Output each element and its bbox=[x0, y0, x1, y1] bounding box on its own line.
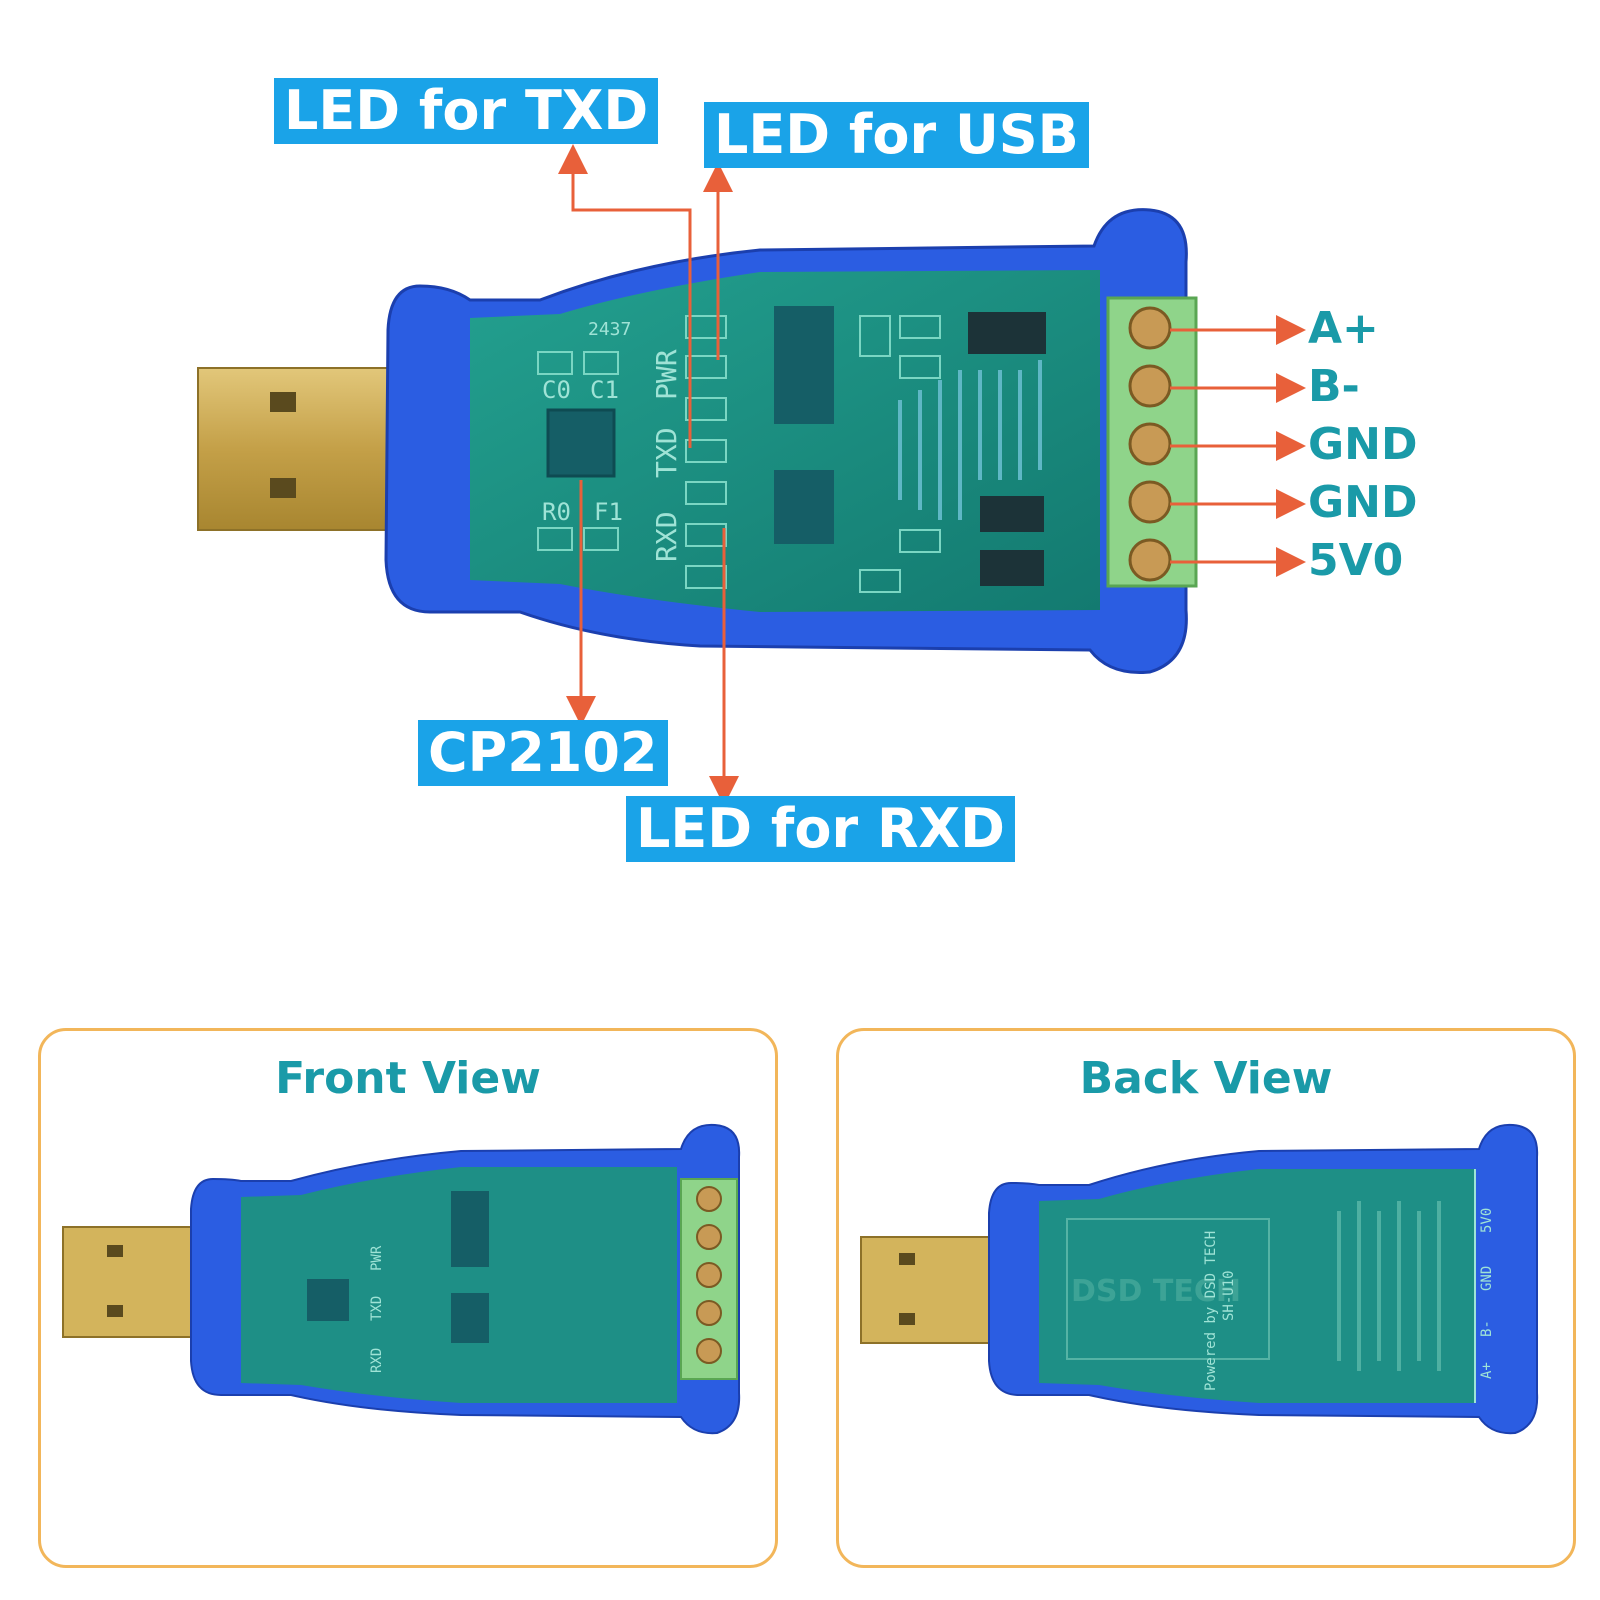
silk-pwr: PWR bbox=[650, 349, 683, 400]
back-view-title: Back View bbox=[1079, 1053, 1333, 1104]
silk-txd: TXD bbox=[650, 427, 683, 478]
arrow-txd bbox=[558, 144, 692, 448]
pin-label-gnd-1: GND bbox=[1308, 419, 1418, 470]
inductor bbox=[968, 312, 1046, 354]
front-view-panel: Front View PWR TXD RXD bbox=[38, 1028, 778, 1568]
pin-label-gnd-2: GND bbox=[1308, 477, 1418, 528]
ic-lower bbox=[774, 470, 834, 544]
pcb-board bbox=[470, 270, 1100, 612]
callout-arrows bbox=[558, 144, 1306, 806]
silk-c0: C0 bbox=[542, 376, 571, 404]
diode-upper bbox=[980, 496, 1044, 532]
ic-upper bbox=[774, 306, 834, 424]
silk-code: 2437 bbox=[588, 319, 631, 340]
back-pin-a: A+ bbox=[1479, 1362, 1495, 1379]
callout-led-usb: LED for USB bbox=[704, 102, 1089, 168]
front-silk-rxd: RXD bbox=[369, 1348, 385, 1373]
back-pin-gnd: GND bbox=[1479, 1266, 1495, 1291]
back-powered-text: Powered by DSD TECH bbox=[1203, 1231, 1219, 1391]
cp2102-chip bbox=[546, 408, 616, 478]
back-view-device: DSD TECH Powered by DSD TECH SH-U10 5V0 … bbox=[860, 1123, 1539, 1435]
silkscreen: 2437 C0 C1 R0 F1 PWR TXD RXD bbox=[542, 319, 683, 562]
pin-label-b-minus: B- bbox=[1308, 361, 1360, 412]
pin-label-a-plus: A+ bbox=[1308, 303, 1379, 354]
front-silk-pwr: PWR bbox=[369, 1245, 385, 1271]
back-view-panel: Back View DSD TECH Powered by DSD TECH S… bbox=[836, 1028, 1576, 1568]
diode-lower bbox=[980, 550, 1044, 586]
front-view-title: Front View bbox=[275, 1053, 541, 1104]
back-pin-5v0: 5V0 bbox=[1479, 1208, 1495, 1233]
isolation-slots bbox=[898, 360, 1042, 520]
usb-plug bbox=[197, 367, 399, 531]
silk-rxd: RXD bbox=[650, 511, 683, 562]
back-brand-text: DSD TECH bbox=[1071, 1274, 1241, 1309]
callout-cp2102: CP2102 bbox=[418, 720, 668, 786]
callout-led-txd: LED for TXD bbox=[274, 78, 659, 144]
silk-f1: F1 bbox=[594, 498, 623, 526]
silk-c1: C1 bbox=[590, 376, 619, 404]
terminal-block bbox=[1106, 296, 1198, 588]
smd-components bbox=[537, 315, 941, 593]
back-pin-b: B- bbox=[1479, 1320, 1495, 1337]
callout-led-rxd: LED for RXD bbox=[626, 796, 1015, 862]
front-view-device: PWR TXD RXD bbox=[62, 1123, 741, 1435]
silk-r0: R0 bbox=[542, 498, 571, 526]
back-model-text: SH-U10 bbox=[1221, 1270, 1237, 1321]
front-silk-txd: TXD bbox=[369, 1296, 385, 1321]
pin-label-5v0: 5V0 bbox=[1308, 535, 1404, 586]
